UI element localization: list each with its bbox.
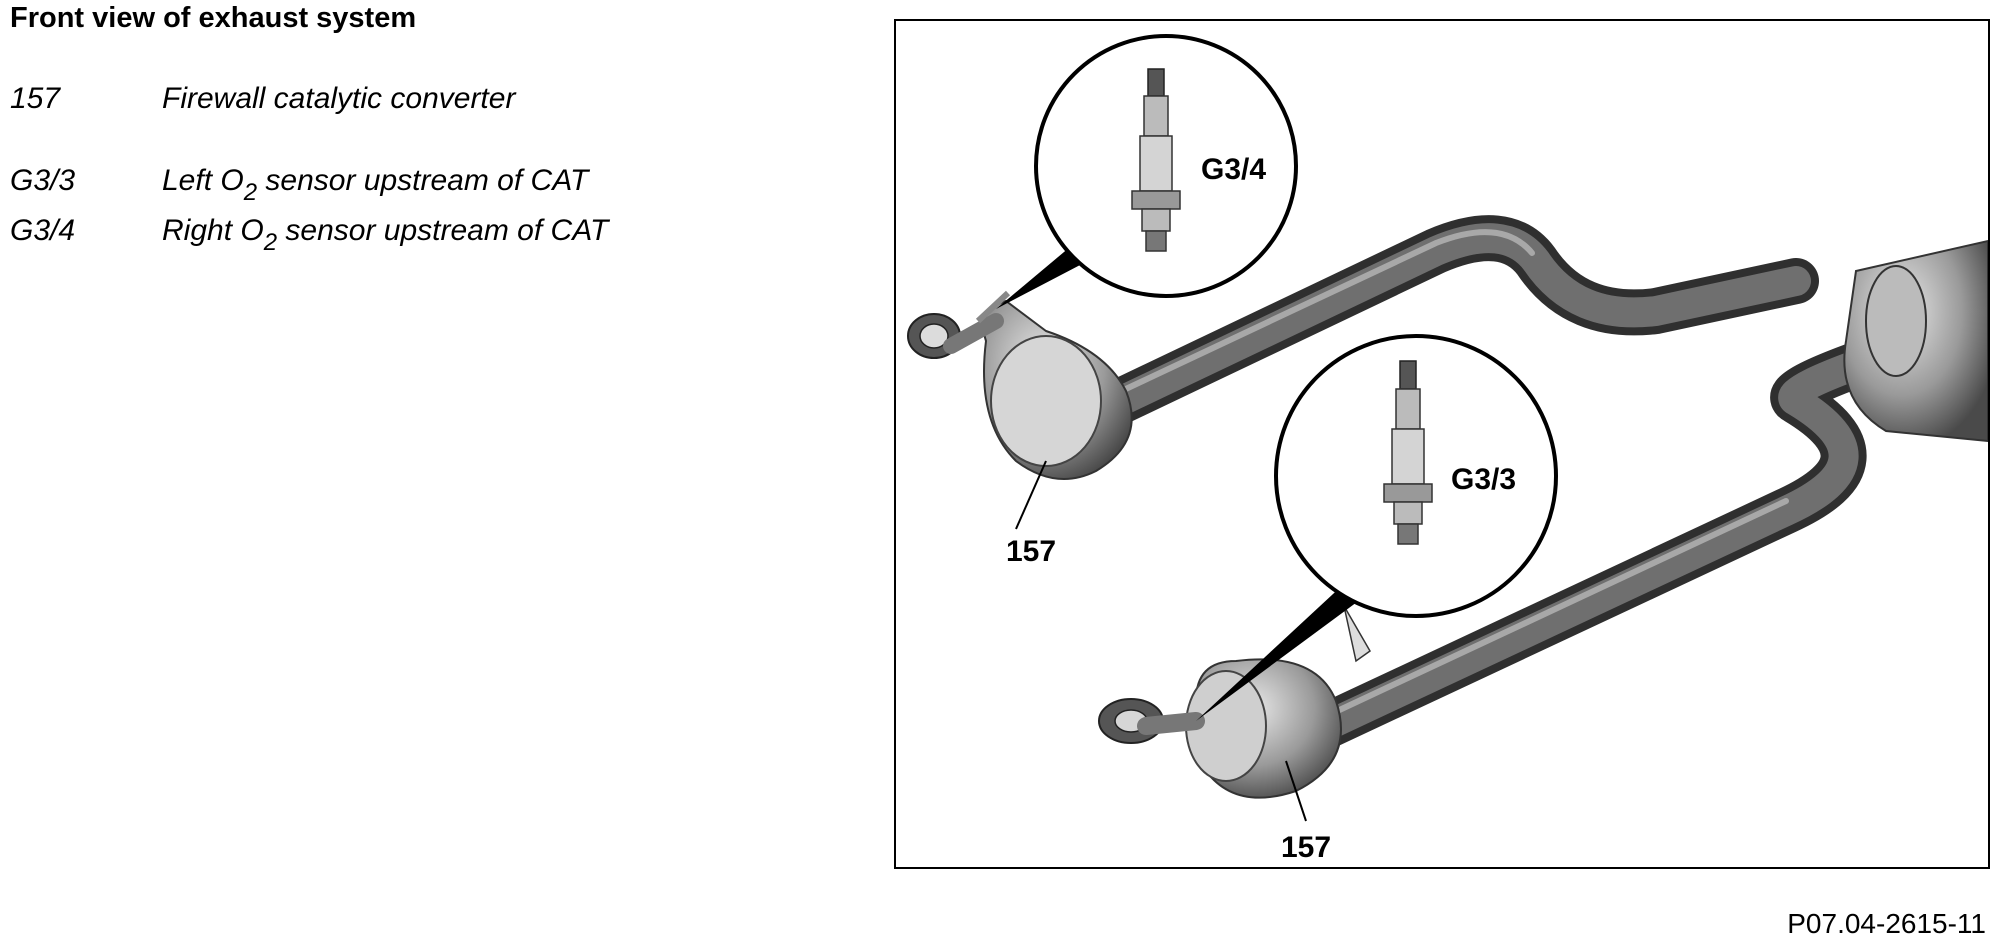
legend-code: G3/4	[10, 214, 76, 247]
label-157-lower: 157	[1281, 760, 1331, 864]
figure-id: P07.04-2615-11	[1787, 908, 1986, 939]
rear-converter	[1843, 239, 1988, 443]
o2-sensor-icon	[1131, 68, 1181, 252]
callout-g3-4: G3/4	[996, 34, 1298, 309]
legend-description: Left O2 sensor upstream of CAT	[162, 164, 589, 206]
svg-text:157: 157	[1281, 831, 1331, 864]
o2-sensor-icon	[1383, 360, 1433, 545]
exhaust-illustration: G3/4 G3/3 157 157	[907, 34, 1988, 864]
svg-text:157: 157	[1006, 535, 1056, 568]
lower-exhaust-pipe	[1293, 318, 1988, 754]
legend-description: Right O2 sensor upstream of CAT	[162, 214, 609, 256]
callout-label-g3-3: G3/3	[1451, 463, 1516, 496]
label-157-upper: 157	[1006, 460, 1056, 568]
lower-catalytic-converter	[1098, 605, 1371, 799]
legend-description: Firewall catalytic converter	[162, 82, 516, 115]
legend-code: G3/3	[10, 164, 76, 197]
upper-catalytic-converter	[907, 290, 1133, 480]
legend-code: 157	[10, 82, 61, 115]
exhaust-diagram: G3/4 G3/3 157 157	[894, 19, 1990, 869]
upper-exhaust-pipe	[1073, 215, 1819, 436]
callout-label-g3-4: G3/4	[1201, 153, 1266, 186]
page-title: Front view of exhaust system	[10, 2, 417, 34]
callout-g3-3: G3/3	[1196, 334, 1558, 721]
